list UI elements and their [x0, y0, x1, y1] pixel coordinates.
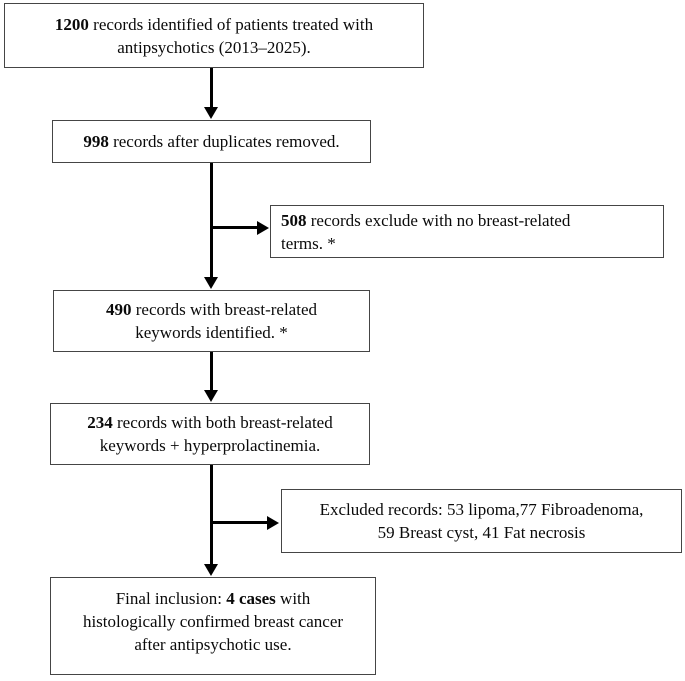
arrow-duplicates-to-keywords-head [204, 277, 218, 289]
branch-to-excluded-benign-line [211, 521, 268, 524]
box-final-inclusion-suffix: with histologically confirmed breast can… [82, 589, 344, 654]
box-excluded-benign: Excluded records: 53 lipoma,77 Fibroaden… [281, 489, 682, 553]
arrow-identified-to-duplicates-head [204, 107, 218, 119]
box-after-duplicates-text: 998 records after duplicates removed. [83, 130, 339, 153]
box-excluded-no-breast-terms-rest: records exclude with no breast-related t… [281, 210, 571, 253]
box-hyperprolactinemia: 234 records with both breast-related key… [50, 403, 370, 465]
box-breast-keywords-text: 490 records with breast-related keywords… [106, 298, 317, 344]
box-records-identified-rest: records identified of patients treated w… [93, 14, 374, 57]
box-final-inclusion: Final inclusion: 4 cases with histologic… [50, 577, 376, 675]
count-after-duplicates: 998 [83, 132, 109, 151]
box-hyperprolactinemia-rest: records with both breast-related keyword… [99, 413, 333, 455]
count-hyperprolactinemia: 234 [87, 413, 113, 432]
arrow-keywords-to-hyperprolactinemia-line [210, 352, 213, 391]
count-records-identified: 1200 [54, 14, 89, 34]
box-excluded-no-breast-terms: 508 records exclude with no breast-relat… [270, 205, 664, 258]
box-after-duplicates: 998 records after duplicates removed. [52, 120, 371, 163]
arrow-hyperprolactinemia-to-final-head [204, 564, 218, 576]
arrow-identified-to-duplicates-line [210, 68, 213, 109]
count-breast-keywords: 490 [106, 300, 132, 319]
branch-to-excluded-terms-line [211, 226, 258, 229]
box-breast-keywords-rest: records with breast-related keywords ide… [135, 300, 317, 342]
count-final-cases: 4 cases [226, 589, 276, 608]
box-breast-keywords: 490 records with breast-related keywords… [53, 290, 370, 352]
branch-to-excluded-terms-head [257, 221, 269, 235]
count-excluded-no-breast-terms: 508 [281, 210, 307, 230]
box-after-duplicates-rest: records after duplicates removed. [108, 132, 340, 151]
branch-to-excluded-benign-head [267, 516, 279, 530]
box-hyperprolactinemia-text: 234 records with both breast-related key… [87, 411, 332, 457]
arrow-hyperprolactinemia-to-final-line [210, 465, 213, 565]
box-final-inclusion-prefix: Final inclusion: [115, 589, 227, 608]
box-final-inclusion-text: Final inclusion: 4 cases with histologic… [83, 587, 343, 656]
arrow-keywords-to-hyperprolactinemia-head [204, 390, 218, 402]
box-records-identified: 1200 records identified of patients trea… [4, 3, 424, 68]
box-records-identified-text: 1200 records identified of patients trea… [55, 13, 373, 59]
box-excluded-benign-text: Excluded records: 53 lipoma,77 Fibroaden… [319, 500, 644, 542]
arrow-duplicates-to-keywords-line [210, 163, 213, 279]
box-excluded-no-breast-terms-text: 508 records exclude with no breast-relat… [281, 209, 570, 255]
